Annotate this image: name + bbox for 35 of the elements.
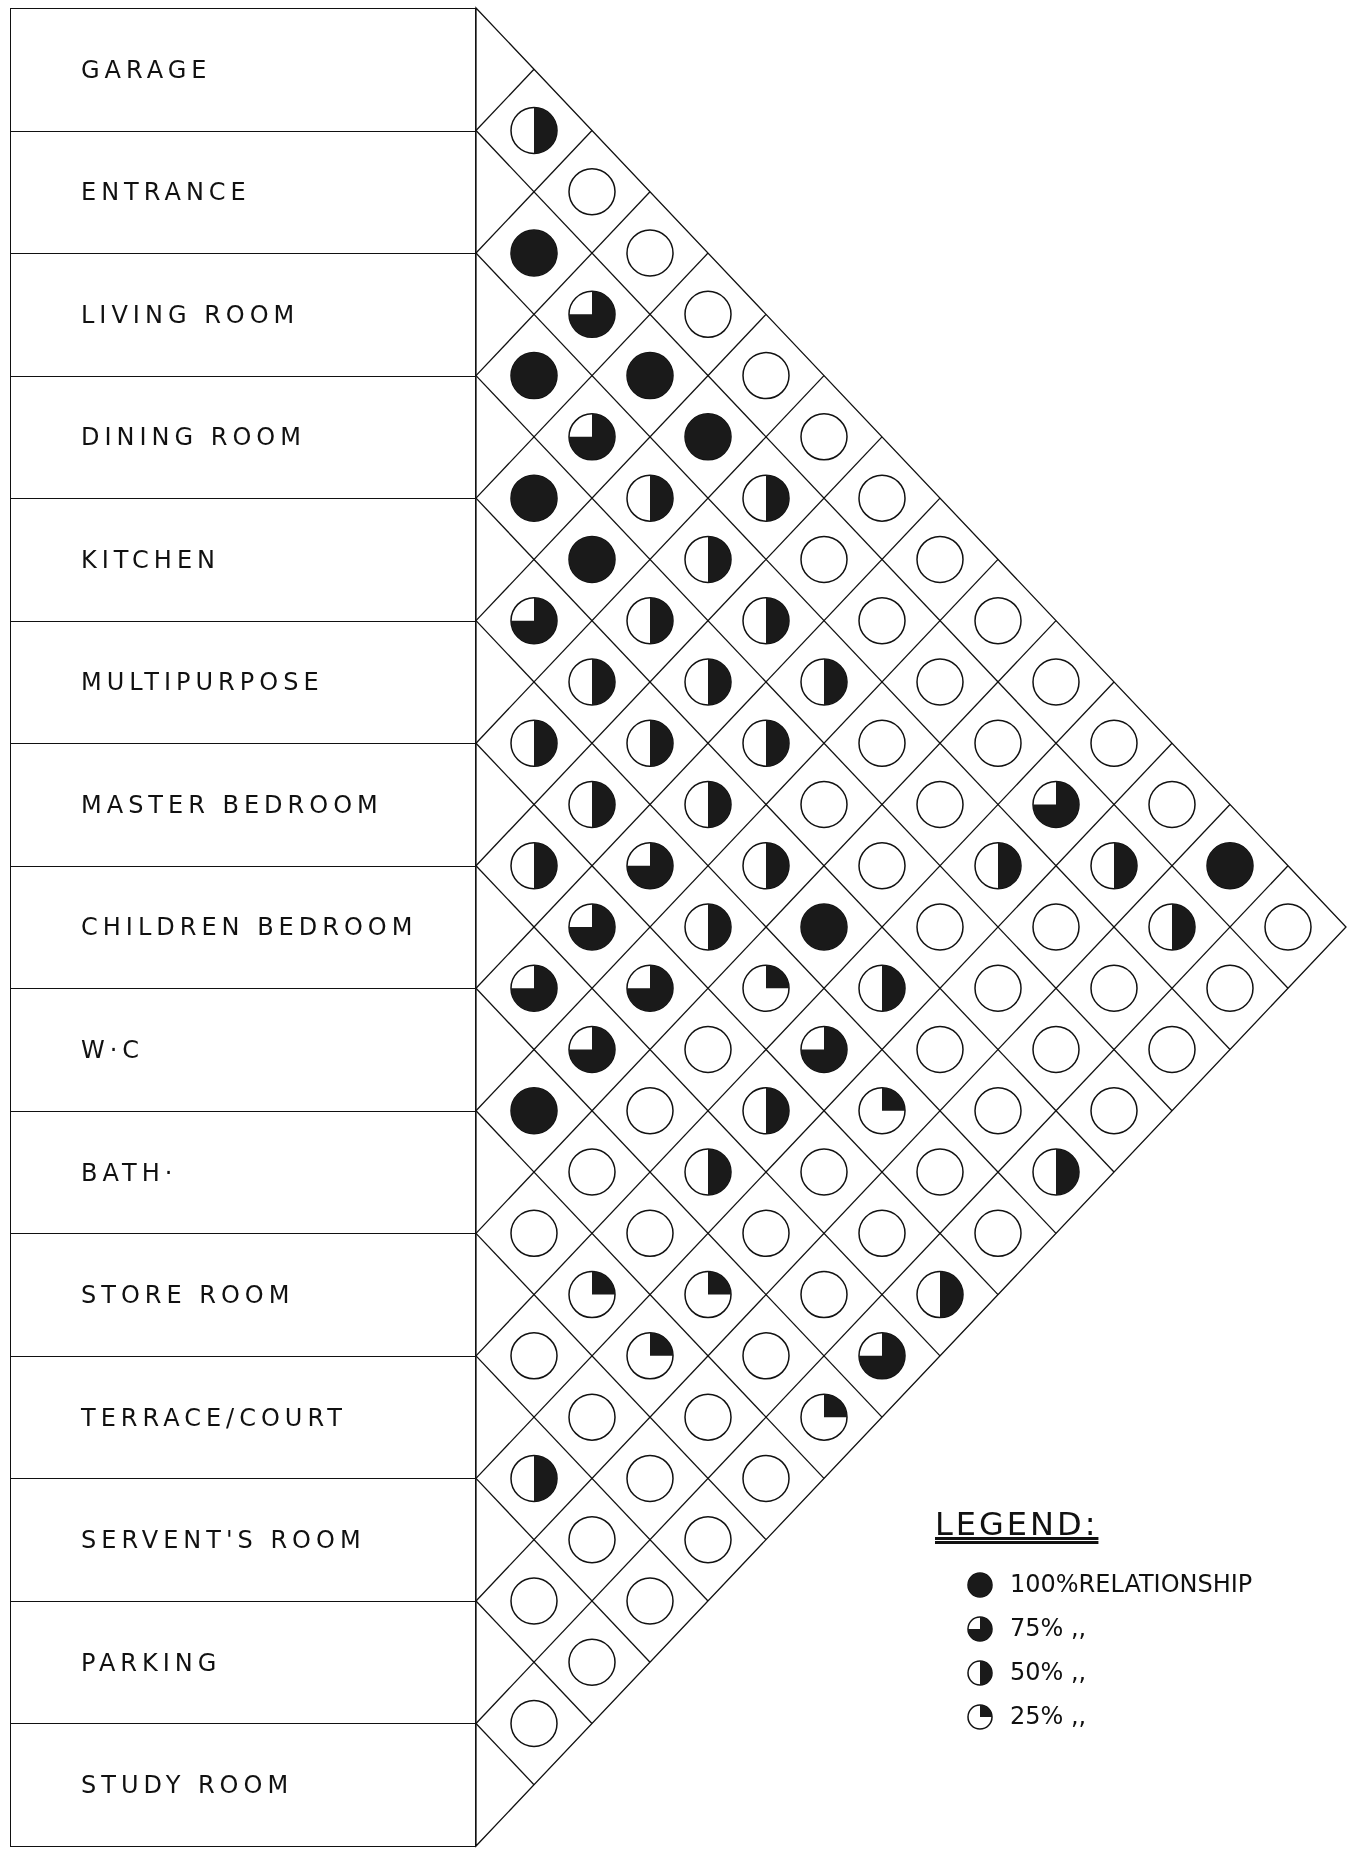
room-box — [10, 865, 476, 990]
room-label: PARKING — [81, 1648, 222, 1677]
legend-text: 100%RELATIONSHIP — [1010, 1570, 1253, 1598]
room-box — [10, 988, 476, 1112]
room-label: KITCHEN — [81, 545, 220, 574]
room-box — [10, 498, 476, 622]
room-box — [10, 1478, 476, 1602]
room-box — [10, 8, 476, 132]
room-label: CHILDREN BEDROOM — [81, 913, 418, 942]
room-label: SERVENT'S ROOM — [81, 1526, 366, 1555]
legend-text: 75% ,, — [1010, 1614, 1087, 1642]
room-box — [10, 743, 476, 867]
room-box — [10, 1600, 476, 1725]
room-label: TERRACE/COURT — [81, 1403, 347, 1432]
room-box — [10, 1233, 476, 1357]
legend-text: 25% ,, — [1010, 1702, 1087, 1730]
legend-title: LEGEND: — [935, 1505, 1099, 1543]
room-box — [10, 130, 476, 255]
room-box — [10, 375, 476, 500]
room-label: MASTER BEDROOM — [81, 790, 383, 819]
room-label: STUDY ROOM — [81, 1771, 294, 1800]
room-box — [10, 253, 476, 377]
room-box — [10, 1355, 476, 1480]
room-label: DINING ROOM — [81, 423, 306, 452]
room-label: STORE ROOM — [81, 1281, 295, 1310]
room-label: BATH· — [81, 1158, 178, 1187]
room-box — [10, 1110, 476, 1235]
room-box — [10, 1723, 476, 1847]
room-label: LIVING ROOM — [81, 300, 300, 329]
room-label: GARAGE — [81, 55, 212, 84]
room-label: W·C — [81, 1036, 145, 1065]
room-label: MULTIPURPOSE — [81, 668, 324, 697]
room-label: ENTRANCE — [81, 178, 251, 207]
room-box — [10, 620, 476, 745]
legend-text: 50% ,, — [1010, 1658, 1087, 1686]
